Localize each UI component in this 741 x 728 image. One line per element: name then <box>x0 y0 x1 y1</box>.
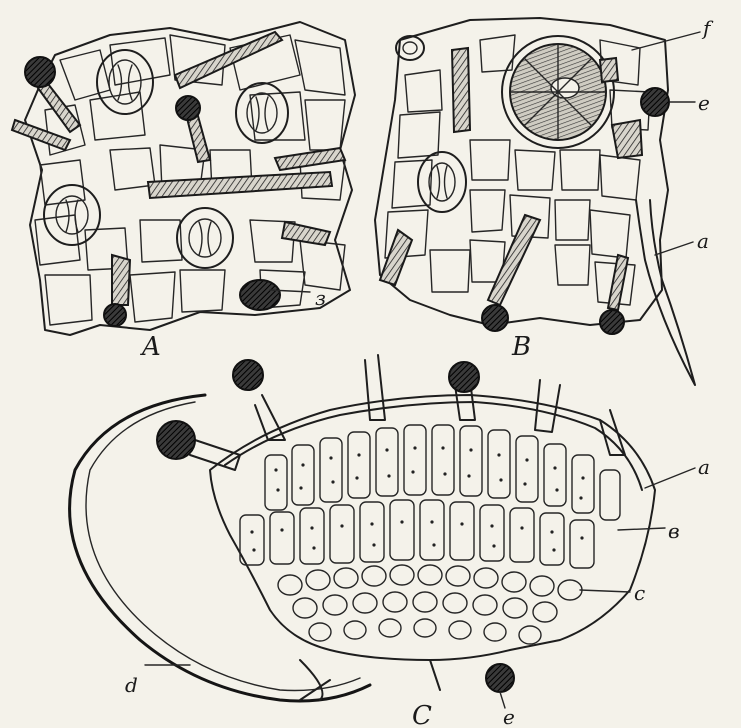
panel-c-annotation-b: в <box>668 519 680 543</box>
panel-a: з A <box>12 22 355 362</box>
panel-c-label: C <box>412 701 432 728</box>
panel-c-leader-a <box>645 468 695 488</box>
panel-a-hairs <box>12 32 345 305</box>
panel-b-gland-disc <box>502 36 614 148</box>
panel-b-annotation-e: e <box>698 91 710 115</box>
panel-b-label: B <box>511 332 531 362</box>
panel-b-annotation-a: a <box>697 229 709 253</box>
panel-a-label: A <box>140 332 161 362</box>
panel-c: a в c d e C <box>70 355 710 728</box>
panel-b-annotation-f: f <box>701 16 714 40</box>
panel-a-annotation-z: з <box>315 286 326 310</box>
panel-c-spongy <box>278 565 582 644</box>
panel-c-leader-c <box>580 590 630 592</box>
panel-c-palisade <box>240 425 620 568</box>
panel-b: f e a B <box>375 16 714 385</box>
panel-c-annotation-c: c <box>634 581 645 605</box>
panel-c-annotation-d: d <box>125 673 138 697</box>
panel-c-annotation-a: a <box>698 455 710 479</box>
panel-c-annotation-e: e <box>503 705 515 728</box>
panel-c-leader-b <box>618 528 665 530</box>
panel-c-long-hair <box>70 395 370 701</box>
